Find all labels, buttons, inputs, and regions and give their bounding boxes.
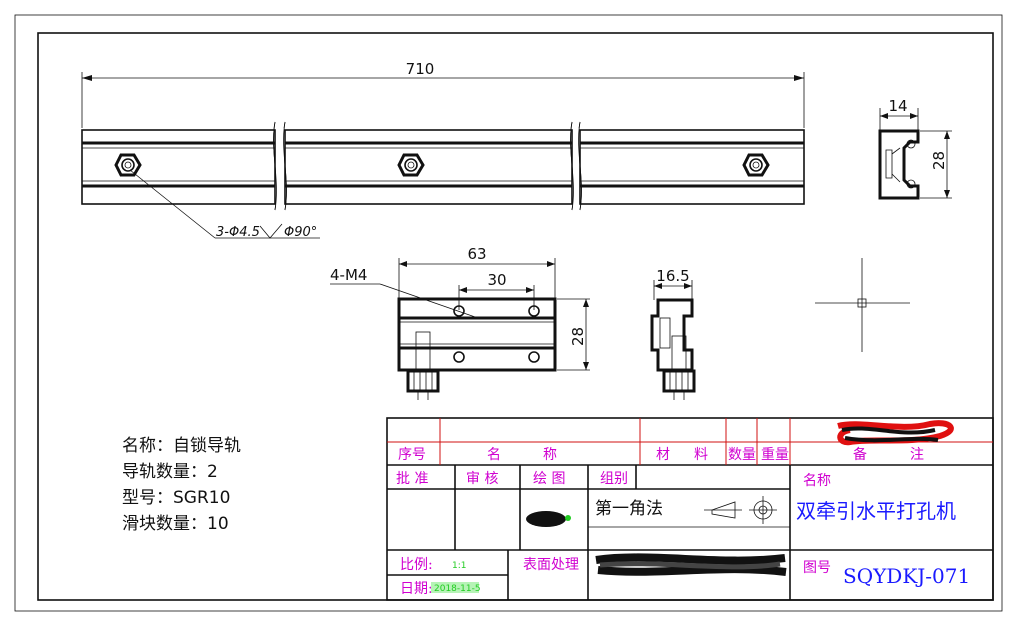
note-name: 名称：自锁导轨 [122, 436, 241, 456]
date-label: 日期: [400, 581, 433, 597]
rail-width-dim: 14 [888, 97, 907, 115]
slider-top-view: 63 30 4-M4 28 [330, 245, 590, 400]
outer-border [14, 14, 1003, 612]
label-group: 组别 [600, 471, 628, 487]
scale-value: 1:1 [452, 561, 466, 571]
name-label: 名称 [803, 473, 831, 489]
slider-height-dim: 28 [569, 327, 587, 346]
hole-spec-label: 3-Φ4.5 [216, 225, 260, 240]
note-slider-count: 滑块数量：10 [122, 514, 229, 534]
col-remark-2: 注 [910, 447, 924, 463]
redaction-scribble-draw [526, 511, 571, 527]
scale-label: 比例: [400, 557, 433, 573]
col-name-2: 称 [543, 447, 557, 463]
product-name: 双牵引水平打孔机 [796, 499, 956, 523]
slider-length-dim: 63 [467, 245, 486, 263]
label-draw: 绘 图 [533, 471, 565, 487]
col-material-1: 材 [656, 447, 670, 463]
rail-length-dim: 710 [406, 60, 435, 78]
redaction-scribble-top [837, 420, 954, 446]
first-angle-projection-icon [704, 496, 777, 524]
drawing-no: SQYDKJ-071 [843, 564, 970, 588]
rail-end-view: 14 28 [878, 97, 952, 200]
slider-side-view: 16.5 [650, 267, 696, 400]
col-qty: 数量 [728, 447, 756, 463]
rail-front-view: 710 [81, 60, 805, 240]
redaction-scribble-bottom [595, 553, 787, 576]
rail-bolt-3 [742, 153, 770, 177]
rail-height-dim: 28 [930, 151, 948, 170]
drawing-no-label: 图号 [803, 560, 831, 576]
slider-side-width-dim: 16.5 [656, 267, 689, 285]
note-model: 型号：SGR10 [122, 488, 230, 508]
projection-label: 第一角法 [595, 499, 663, 519]
countersink-label: Φ90° [284, 225, 317, 240]
col-material-2: 料 [694, 447, 708, 463]
rail-bolt-2 [397, 153, 425, 177]
col-seq: 序号 [398, 447, 426, 463]
slider-pitch-dim: 30 [487, 271, 506, 289]
crosshair-cursor [815, 258, 910, 352]
rail-bolt-1 [114, 153, 142, 177]
col-name-1: 名 [487, 447, 501, 463]
slider-thread-label: 4-M4 [330, 266, 367, 284]
surface-label: 表面处理 [523, 557, 579, 573]
date-value: 2018-11-5 [434, 584, 481, 594]
col-remark-1: 备 [853, 446, 867, 463]
label-approve: 批 准 [396, 471, 428, 487]
label-review: 审 核 [466, 471, 498, 487]
title-block: 序号 名 称 材 料 数量 重量 备 注 批 准 审 核 绘 图 组别 第一角法… [386, 417, 994, 601]
note-rail-count: 导轨数量：2 [122, 462, 218, 482]
col-weight: 重量 [761, 447, 789, 463]
